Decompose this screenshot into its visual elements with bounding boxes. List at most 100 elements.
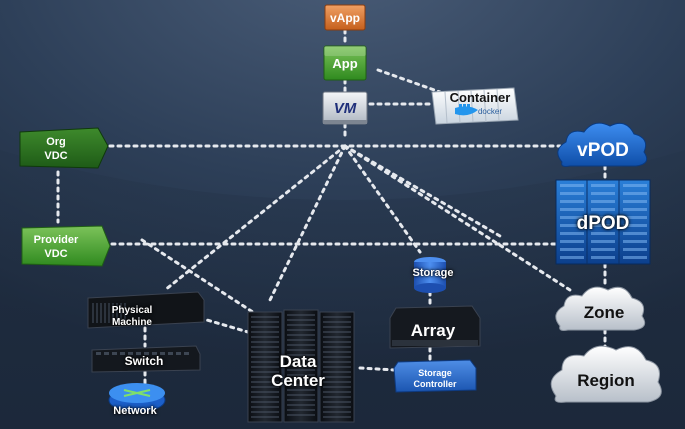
- dpod-slot: [623, 256, 647, 259]
- storage-controller-label-line1: Storage: [418, 368, 452, 378]
- storage-label: Storage: [413, 267, 454, 279]
- docker-label: docker: [478, 107, 502, 116]
- dpod-slot: [591, 224, 615, 227]
- dpod-slot: [591, 200, 615, 203]
- vm-label: VM: [334, 100, 357, 117]
- dpod-slot: [591, 248, 615, 251]
- org-vdc-label-line1: Org: [46, 136, 66, 148]
- vapp-node: vApp: [324, 4, 366, 31]
- dpod-slot: [591, 256, 615, 259]
- dpod-slot: [591, 232, 615, 235]
- storage-node: Storage: [413, 257, 454, 293]
- dpod-slot: [560, 224, 584, 227]
- router-arrows-icon: [123, 389, 151, 397]
- provider-vdc-node: Provider VDC: [21, 225, 111, 267]
- connector-hub-physical-machine: [163, 144, 347, 292]
- app-node: App: [323, 45, 367, 81]
- dpod-label: dPOD: [577, 213, 630, 234]
- switch-port: [104, 352, 109, 355]
- dpod-slot: [560, 240, 584, 243]
- connector-hub-storage: [343, 144, 422, 254]
- dpod-slot: [623, 208, 647, 211]
- dpod-slot: [623, 240, 647, 243]
- switch-port: [144, 352, 149, 355]
- machine-grille-bar: [116, 303, 118, 323]
- vpod-label: vPOD: [577, 140, 629, 161]
- physical-machine-label-line1: Physical: [112, 305, 153, 316]
- array-node: Array: [389, 305, 481, 349]
- connector-app-container: [376, 68, 442, 94]
- network-label: Network: [113, 405, 157, 417]
- connector-hub-dpod: [343, 144, 502, 238]
- dpod-slot: [560, 208, 584, 211]
- vm-node: VM: [322, 91, 368, 125]
- provider-vdc-label-line1: Provider: [34, 234, 79, 246]
- array-label: Array: [411, 321, 456, 340]
- connector-providervdc-datacenter: [140, 238, 267, 322]
- storage-controller-node: Storage Controller: [393, 359, 477, 393]
- network-router-node: Network: [108, 383, 166, 417]
- dpod-slot: [623, 224, 647, 227]
- switch-port: [184, 352, 189, 355]
- data-center-label-line1: Data: [280, 352, 317, 371]
- dpod-slot: [623, 200, 647, 203]
- connector-lines: [56, 28, 607, 388]
- zone-label: Zone: [584, 303, 625, 322]
- switch-port: [176, 352, 181, 355]
- connector-hub-zone: [343, 144, 572, 292]
- dpod-slot: [560, 256, 584, 259]
- connector-controller-datacenter: [358, 366, 397, 372]
- region-cloud-node: Region: [550, 345, 662, 403]
- container-label: Container: [450, 90, 511, 105]
- dpod-slot: [560, 192, 584, 195]
- machine-grille-bar: [96, 303, 98, 323]
- data-center-node: Data Center: [247, 309, 355, 423]
- provider-vdc-label-line2: VDC: [44, 248, 67, 260]
- container-node: Container docker: [431, 87, 519, 125]
- dpod-slot: [560, 200, 584, 203]
- dpod-slot: [560, 184, 584, 187]
- physical-machine-label-line2: Machine: [112, 317, 152, 328]
- machine-grille-bar: [92, 303, 94, 323]
- switch-port: [120, 352, 125, 355]
- physical-machine-node: Physical Machine: [87, 291, 205, 329]
- machine-grille-bar: [112, 303, 114, 323]
- dpod-slot: [591, 240, 615, 243]
- region-label: Region: [577, 371, 635, 390]
- zone-cloud-node: Zone: [555, 286, 646, 331]
- dpod-slot: [623, 192, 647, 195]
- machine-grille-bar: [104, 303, 106, 323]
- dpod-slot: [560, 248, 584, 251]
- docker-whale-icon: [455, 104, 478, 116]
- switch-port: [112, 352, 117, 355]
- dpod-slot: [623, 184, 647, 187]
- machine-grille-bar: [100, 303, 102, 323]
- switch-port: [96, 352, 101, 355]
- vpod-cloud-node: vPOD: [557, 122, 648, 167]
- org-vdc-node: Org VDC: [19, 127, 109, 169]
- machine-grille-bar: [124, 303, 126, 323]
- switch-port: [136, 352, 141, 355]
- storage-controller-label-line2: Controller: [413, 379, 456, 389]
- switch-node: Switch: [91, 345, 201, 373]
- data-center-label-line2: Center: [271, 371, 325, 390]
- switch-port: [152, 352, 157, 355]
- dpod-slot: [623, 216, 647, 219]
- dpod-slot: [591, 192, 615, 195]
- vapp-label: vApp: [330, 11, 360, 25]
- dpod-slot: [560, 232, 584, 235]
- machine-grille-bar: [108, 303, 110, 323]
- app-label: App: [332, 56, 357, 71]
- switch-port: [160, 352, 165, 355]
- dpod-slot: [591, 184, 615, 187]
- connector-machine-datacenter: [198, 316, 250, 334]
- dpod-slot: [560, 216, 584, 219]
- switch-label: Switch: [125, 354, 164, 368]
- dpod-node: dPOD: [555, 179, 651, 265]
- dpod-slot: [591, 216, 615, 219]
- machine-grille-bar: [120, 303, 122, 323]
- switch-port: [128, 352, 133, 355]
- connector-hub-datacenter: [268, 144, 347, 302]
- dpod-slot: [591, 208, 615, 211]
